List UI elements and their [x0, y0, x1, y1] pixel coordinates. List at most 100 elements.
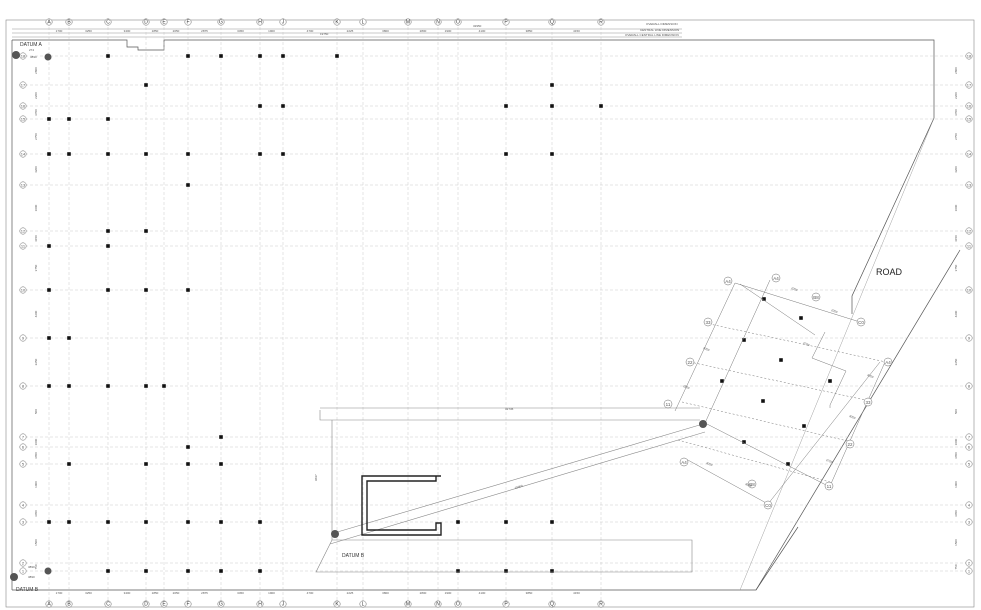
grid-bubble-label-y: 6 [968, 445, 971, 450]
angled-grid-bubble [883, 357, 893, 367]
column-marker [106, 244, 110, 248]
column-marker [47, 288, 51, 292]
column-marker [186, 569, 190, 573]
column-marker [144, 462, 148, 466]
grid-bubble-x [548, 600, 556, 608]
angled-grid-bubbles: A4A4B8B8C0C0A4333322221111A4100010004000… [663, 273, 893, 510]
grid-dim-y: 2800 [34, 67, 38, 74]
column-marker [258, 54, 262, 58]
grid-bubble-y [965, 501, 973, 509]
column-marker [504, 152, 508, 156]
grid-bubble-label-x: Q [550, 20, 554, 26]
grid-bubble-label-y: 18 [21, 54, 26, 59]
grid-dim-x: 3450 [237, 29, 244, 33]
column-marker [106, 229, 110, 233]
datum-a-marker: DATUM A 274 3890 [12, 42, 52, 61]
column-marker [186, 462, 190, 466]
top-dimension-strings: OVERALL DIMENSION CENTRAL LINE DIMENSION… [12, 22, 682, 38]
angled-grid-label: C0 [858, 320, 864, 325]
grid-bubble-label-x: K [335, 602, 339, 608]
column-marker [162, 384, 166, 388]
grid-bubble-label-x: J [282, 602, 285, 608]
column-marker [144, 229, 148, 233]
grid-dim-x: 2050 [173, 591, 180, 595]
grid-bubble-y [19, 115, 27, 123]
column-marker [186, 54, 190, 58]
column-marker [47, 336, 51, 340]
datum-b-dim: 3890 [28, 565, 35, 569]
grid-bubble-y [965, 286, 973, 294]
grid-dim-y: 4200 [34, 310, 38, 317]
grid-bubble-label-x: O [456, 602, 460, 608]
grid-dim-y: 750 [34, 564, 38, 569]
angled-grid-bubble [747, 479, 757, 489]
grid-dim-y: 1000 [954, 481, 958, 488]
column-marker [47, 244, 51, 248]
angled-grid-bubble [703, 317, 713, 327]
grid-dim-y: 3650 [954, 452, 958, 459]
datum-a-label: DATUM A [20, 42, 43, 48]
angled-grid-bubble [845, 439, 855, 449]
note-central: CENTRAL LINE DIMENSION [640, 28, 679, 32]
grid-dim-y: 1000 [954, 438, 958, 445]
grid-bubble-x [333, 18, 341, 26]
angled-grid-dim: 4000 [706, 461, 714, 467]
grid-bubble-y [19, 501, 27, 509]
road-label: ROAD [876, 267, 903, 277]
column-marker [550, 83, 554, 87]
grid-bubble-x [548, 18, 556, 26]
angled-grid-dim: 1000 [831, 308, 839, 314]
column-marker [67, 336, 71, 340]
grid-bubble-label-x: M [406, 20, 410, 26]
grid-dim-x: 2225 [347, 591, 354, 595]
grid-dim-x: 1700 [56, 29, 63, 33]
grid-bubble-y [19, 433, 27, 441]
grid-dim-y: 2200 [34, 92, 38, 99]
grid-bubble-label-y: 13 [967, 183, 972, 188]
column-marker [47, 152, 51, 156]
grid-dim-x: 2800 [420, 29, 427, 33]
grid-bubble-x [502, 600, 510, 608]
datum-b-site-marker: DATUM B [331, 420, 707, 559]
datum-a-dim: 274 [29, 48, 34, 52]
grid-dim-y: 1000 [34, 204, 38, 211]
angled-grid-label: C0 [765, 503, 771, 508]
grid-dim-x: 2875 [201, 29, 208, 33]
grid-bubble-y [19, 242, 27, 250]
grid-dim-y: 3750 [34, 264, 38, 271]
column-marker [550, 104, 554, 108]
column-marker [828, 379, 832, 383]
grid-bubble-x [279, 600, 287, 608]
grid-bubble-y [965, 242, 973, 250]
grid-bubble-label-x: L [362, 20, 365, 26]
angled-grid-dim: 1000 [791, 286, 799, 292]
column-marker [219, 462, 223, 466]
grid-bubble-label-y: 8 [22, 384, 25, 389]
grid-dim-x: 1850 [152, 29, 159, 33]
grid-dim-y: 3450 [34, 510, 38, 517]
angled-grid-label: 33 [705, 320, 711, 325]
grid-bubble-y [19, 443, 27, 451]
column-marker [258, 152, 262, 156]
angled-grid-dim: 4000 [703, 346, 711, 352]
grid-bubble-label-y: 11 [967, 244, 972, 249]
grid-bubble-label-x: N [436, 602, 440, 608]
grid-bubble-label-x: L [362, 602, 365, 608]
grid-bubble-x [454, 18, 462, 26]
angled-grid-label: A4 [885, 360, 891, 365]
grid-dim-x: 3250 [85, 591, 92, 595]
column-marker [106, 520, 110, 524]
grid-dim-y: 3700 [34, 109, 38, 116]
grid-bubble-label-y: 3 [22, 520, 25, 525]
grid-bubble-y [19, 150, 27, 158]
datum-a-dim-2: 3890 [30, 55, 37, 59]
column-marker [47, 520, 51, 524]
angled-grid-label: B8 [813, 295, 819, 300]
grid-bubble-y [965, 102, 973, 110]
angled-grid-dim: 4000 [745, 482, 753, 488]
column-marker [106, 384, 110, 388]
grid-dim-y: 4200 [34, 166, 38, 173]
column-marker [550, 569, 554, 573]
grid-bubble-label-x: P [504, 602, 508, 608]
